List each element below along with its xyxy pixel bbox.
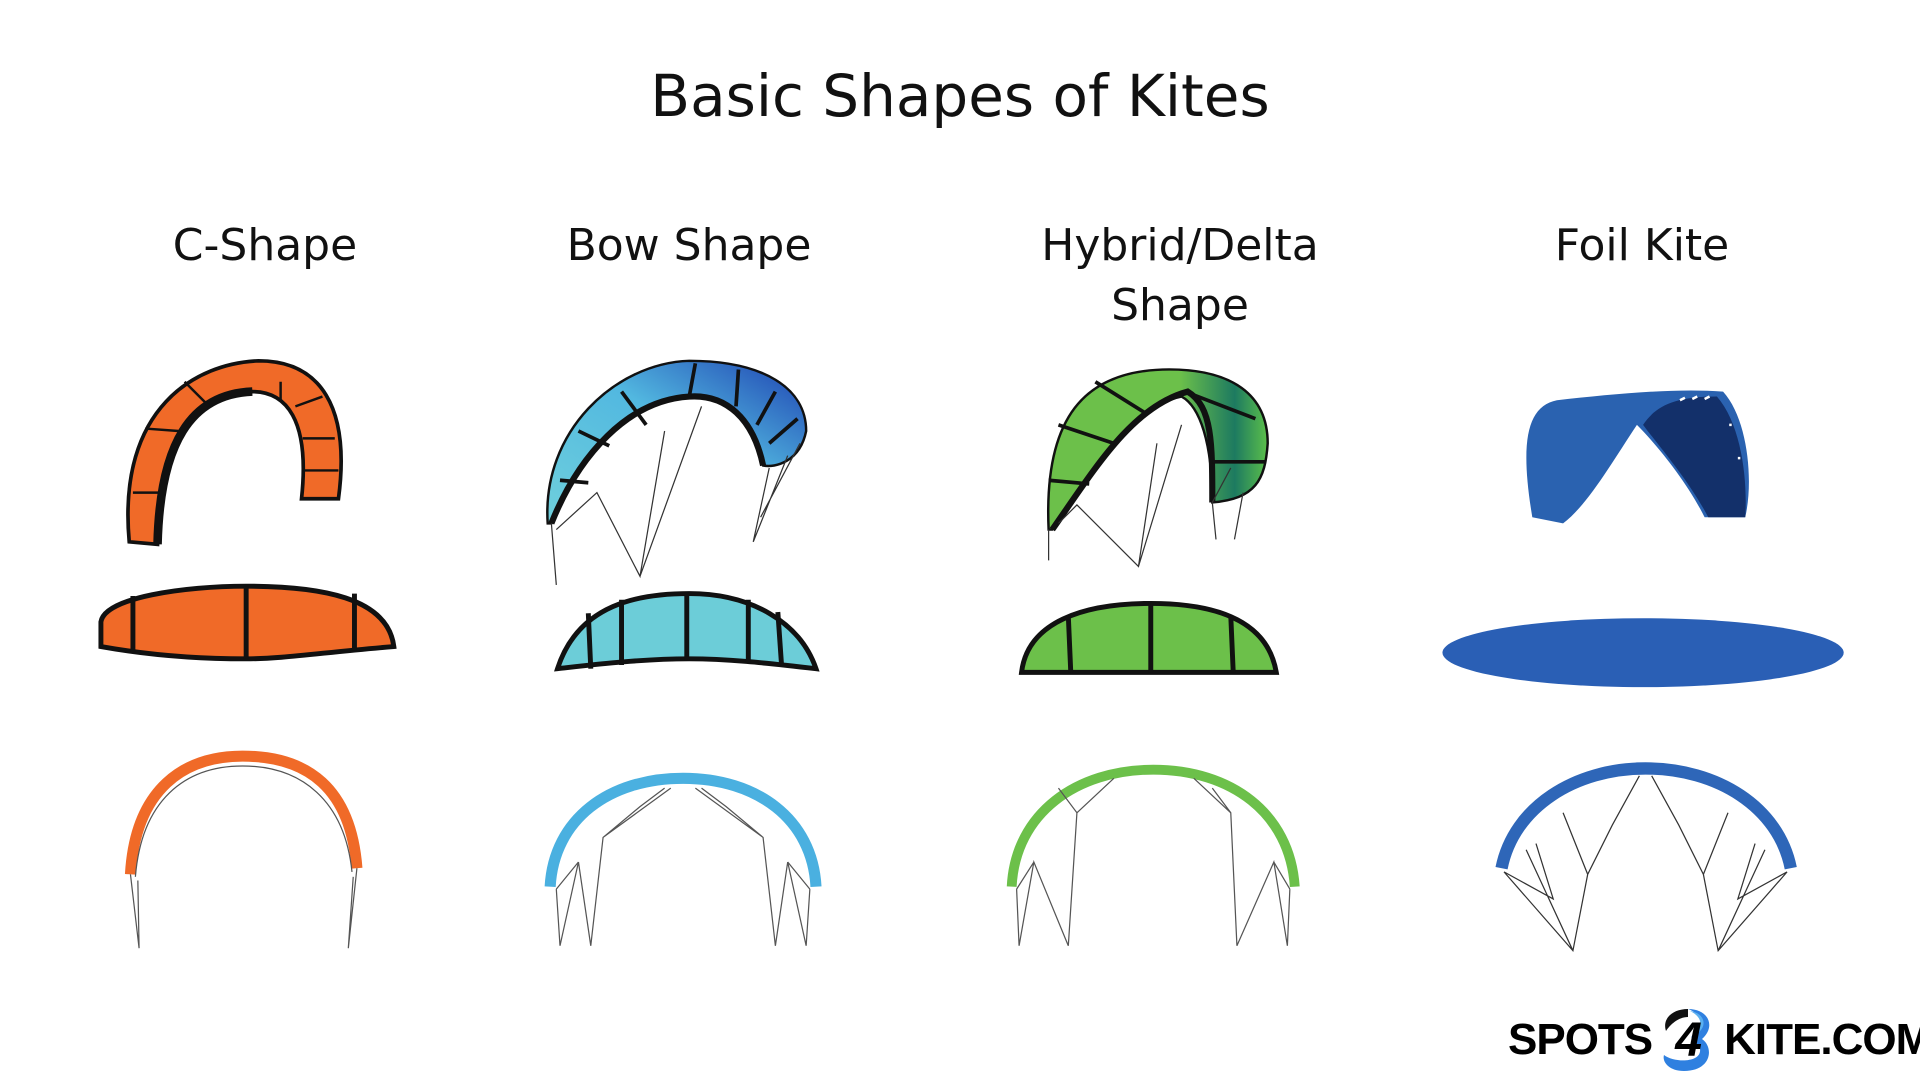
column-title-bow-shape: Bow Shape <box>566 220 812 271</box>
logo-text-middle: 4 <box>1675 1014 1702 1067</box>
column-title-hybrid-delta-shape: Hybrid/Delta Shape <box>1041 220 1319 331</box>
logo-emblem: 4 <box>1654 1005 1722 1075</box>
foil-kite-3d <box>1526 390 1749 524</box>
c-shape-kite-front <box>124 750 363 949</box>
c-shape-kite-3d <box>126 358 343 547</box>
foil-kite-front <box>1495 762 1797 953</box>
bow-shape-kite-3d <box>546 359 808 585</box>
column-title-foil-kite: Foil Kite <box>1554 220 1730 271</box>
page-title: Basic Shapes of Kites <box>650 62 1270 130</box>
spots4kite-logo: SPOTS 4 KITE.COM <box>1508 1005 1920 1075</box>
logo-swirl-icon <box>1663 1009 1710 1071</box>
bow-shape-kite-front <box>544 772 822 946</box>
logo-text-right: KITE.COM <box>1724 1015 1920 1064</box>
logo-text-left: SPOTS <box>1508 1015 1653 1064</box>
hybrid-delta-kite-front <box>1006 764 1300 947</box>
column-title-c-shape: C-Shape <box>172 220 358 271</box>
foil-kite-flat <box>1442 618 1844 688</box>
bow-shape-kite-flat <box>554 591 820 672</box>
c-shape-kite-flat <box>98 583 397 662</box>
hybrid-delta-kite-3d <box>1046 368 1269 568</box>
hybrid-delta-kite-flat <box>1018 600 1280 675</box>
